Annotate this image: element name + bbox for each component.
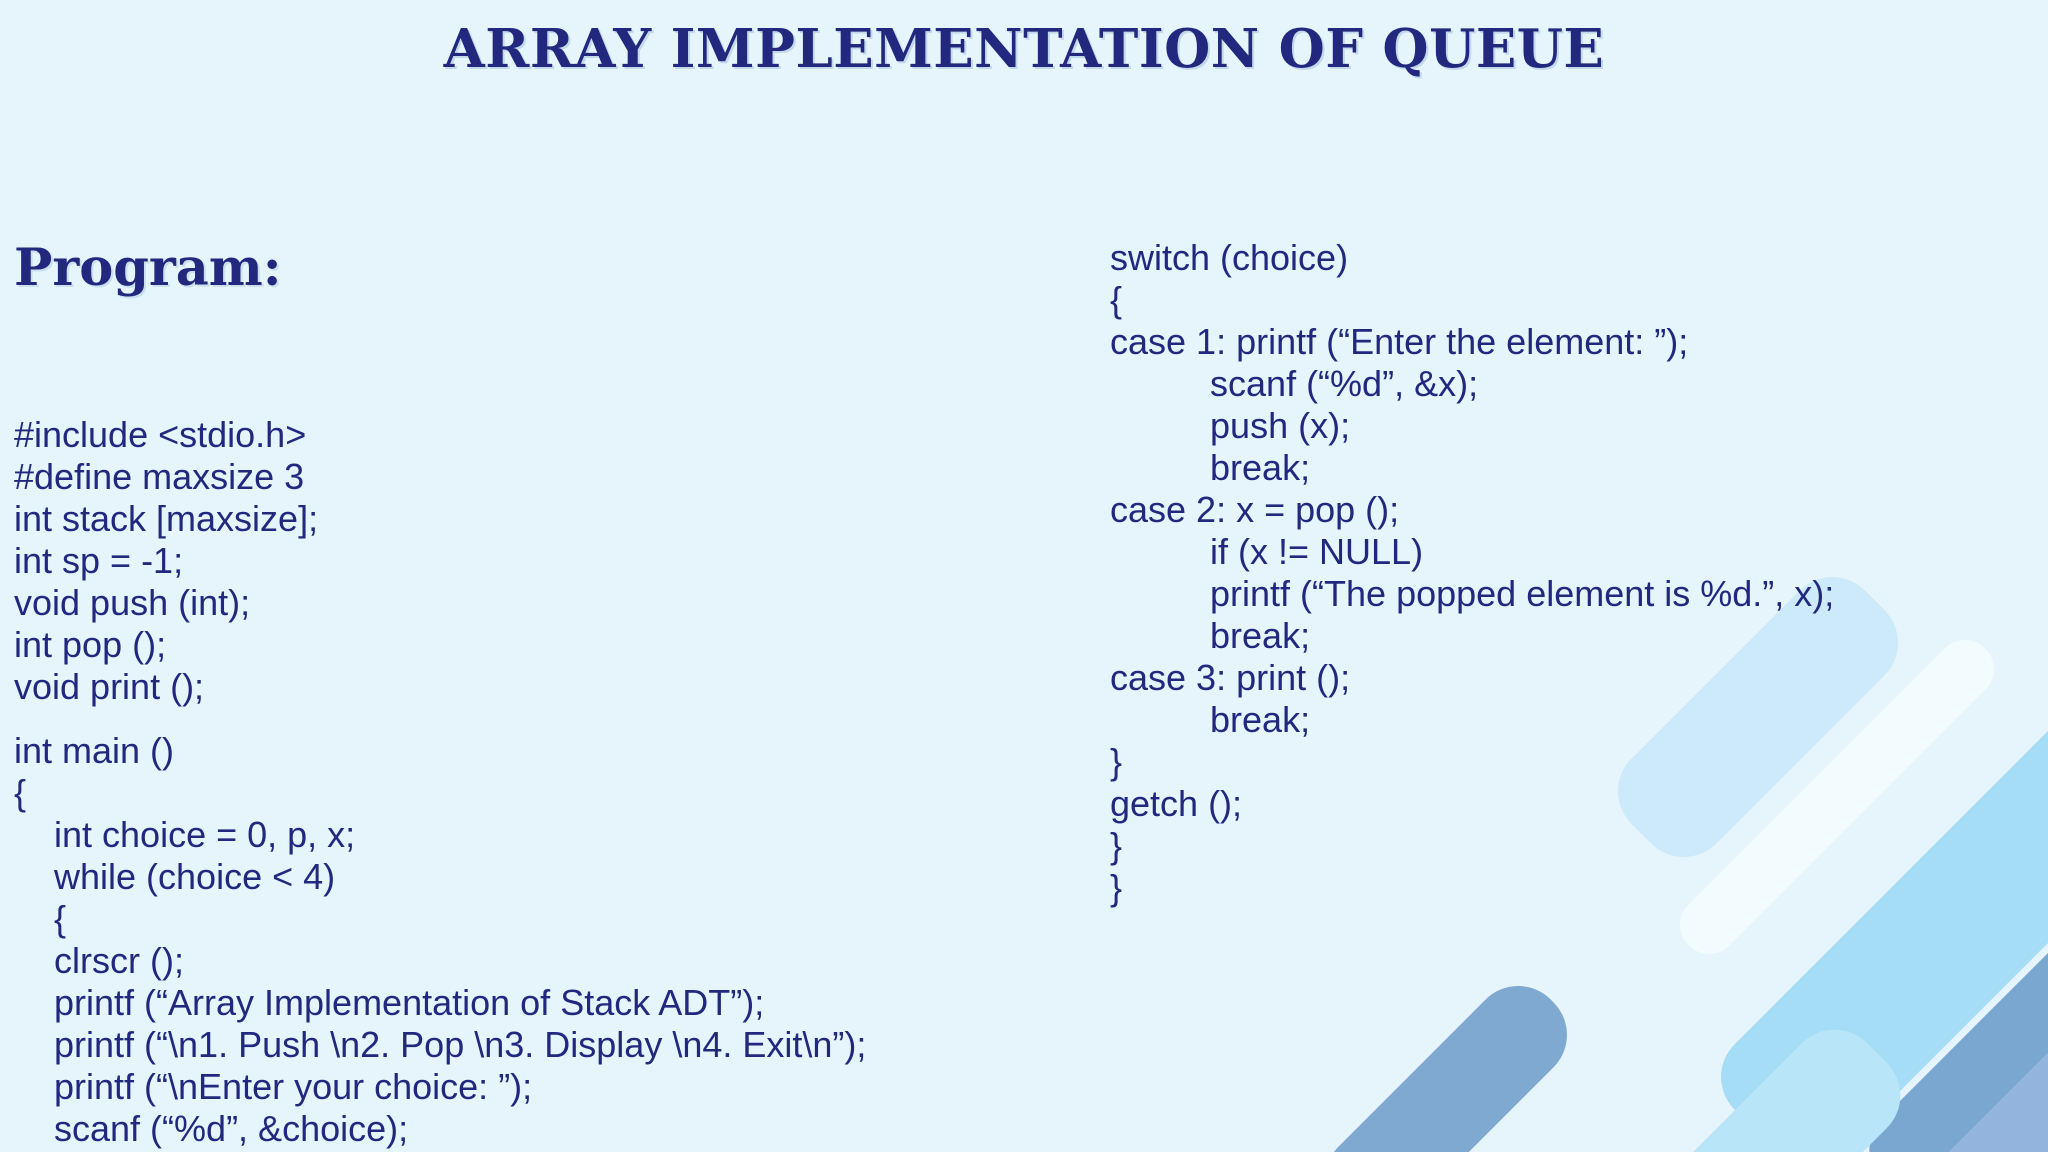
code-line: void print (); bbox=[14, 666, 205, 707]
code-line: #include <stdio.h> bbox=[14, 414, 307, 455]
code-line: int stack [maxsize]; bbox=[14, 498, 319, 539]
code-line: printf (“\n1. Push \n2. Pop \n3. Display… bbox=[14, 1024, 867, 1065]
code-line: getch (); bbox=[1110, 783, 1243, 824]
code-line: int pop (); bbox=[14, 624, 167, 665]
code-line: break; bbox=[1110, 447, 1311, 488]
right-code-column: switch (choice){case 1: printf (“Enter t… bbox=[1110, 128, 2030, 1018]
bar-sky-bottom bbox=[1636, 1010, 1920, 1152]
code-line: push (x); bbox=[1110, 405, 1351, 446]
code-line: case 2: x = pop (); bbox=[1110, 489, 1400, 530]
code-line: int choice = 0, p, x; bbox=[14, 814, 356, 855]
left-code-column: Program: #include <stdio.h>#define maxsi… bbox=[14, 128, 1064, 1152]
code-line: case 3: print (); bbox=[1110, 657, 1351, 698]
code-line: break; bbox=[1110, 615, 1311, 656]
code-line: int sp = -1; bbox=[14, 540, 184, 581]
program-heading: Program: bbox=[14, 238, 282, 298]
code-line: if (x != NULL) bbox=[1110, 531, 1424, 572]
code-line: break; bbox=[1110, 699, 1311, 740]
code-line: } bbox=[1110, 867, 1123, 908]
code-line: { bbox=[14, 772, 27, 813]
code-line: } bbox=[1110, 741, 1123, 782]
code-line: { bbox=[14, 898, 67, 939]
code-line: clrscr (); bbox=[14, 940, 184, 981]
code-line: while (choice < 4) bbox=[14, 856, 336, 897]
code-line: case 1: printf (“Enter the element: ”); bbox=[1110, 321, 1689, 362]
page-title: ARRAY IMPLEMENTATION OF QUEUE bbox=[443, 18, 1605, 80]
code-line: scanf (“%d”, &x); bbox=[1110, 363, 1479, 404]
code-line: #define maxsize 3 bbox=[14, 456, 305, 497]
code-line: void push (int); bbox=[14, 582, 251, 623]
code-line: scanf (“%d”, &choice); bbox=[14, 1108, 409, 1149]
code-line: switch (choice) bbox=[1110, 237, 1349, 278]
code-line: printf (“Array Implementation of Stack A… bbox=[14, 982, 765, 1023]
code-line: int main () bbox=[14, 730, 175, 771]
code-line: printf (“The popped element is %d.”, x); bbox=[1110, 573, 1835, 614]
right-code-lines: switch (choice){case 1: printf (“Enter t… bbox=[1110, 237, 2030, 909]
code-line: { bbox=[1110, 279, 1123, 320]
code-line bbox=[14, 708, 1064, 730]
code-line: } bbox=[1110, 825, 1123, 866]
code-line: printf (“\nEnter your choice: ”); bbox=[14, 1066, 533, 1107]
